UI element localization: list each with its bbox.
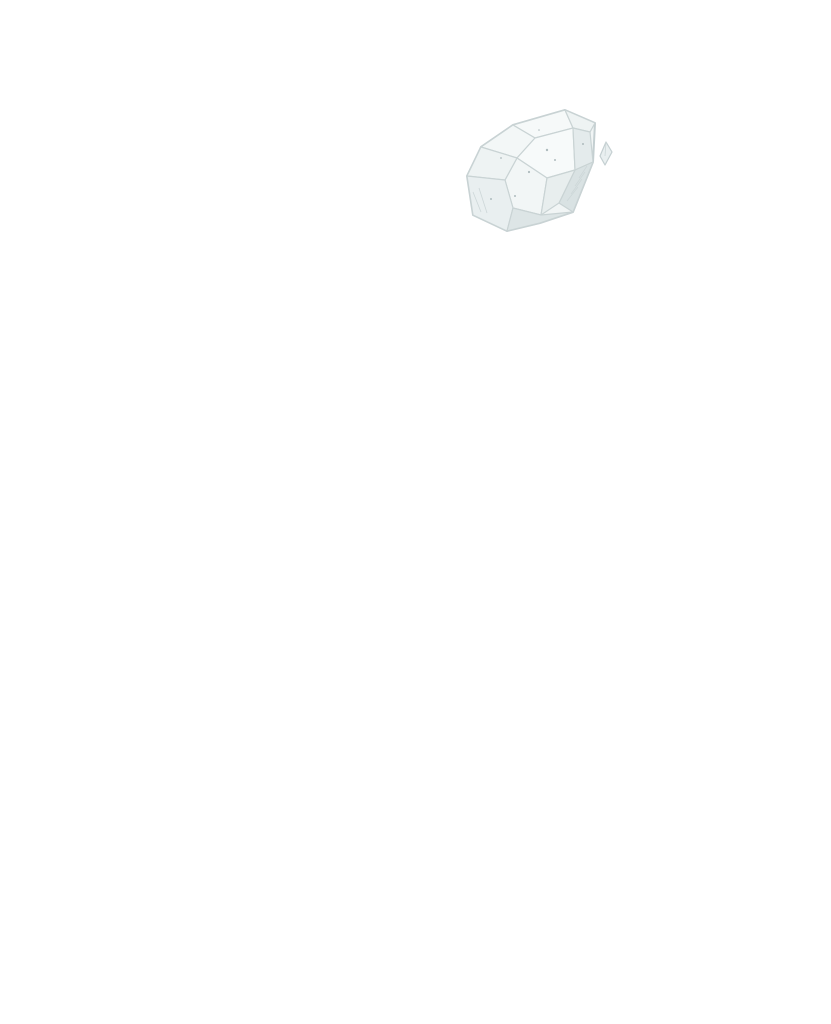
crystal-specks <box>490 129 584 200</box>
crystal-facet-bottom-left <box>466 175 514 232</box>
crystal-facet-bottom <box>506 207 574 232</box>
crystal-hatching <box>472 165 588 214</box>
crystal-chip-body <box>599 141 613 166</box>
crystal-facet-lower-right <box>540 169 577 217</box>
crystal-chip-icon <box>599 141 613 166</box>
crystal-sketch-icon <box>466 108 596 232</box>
